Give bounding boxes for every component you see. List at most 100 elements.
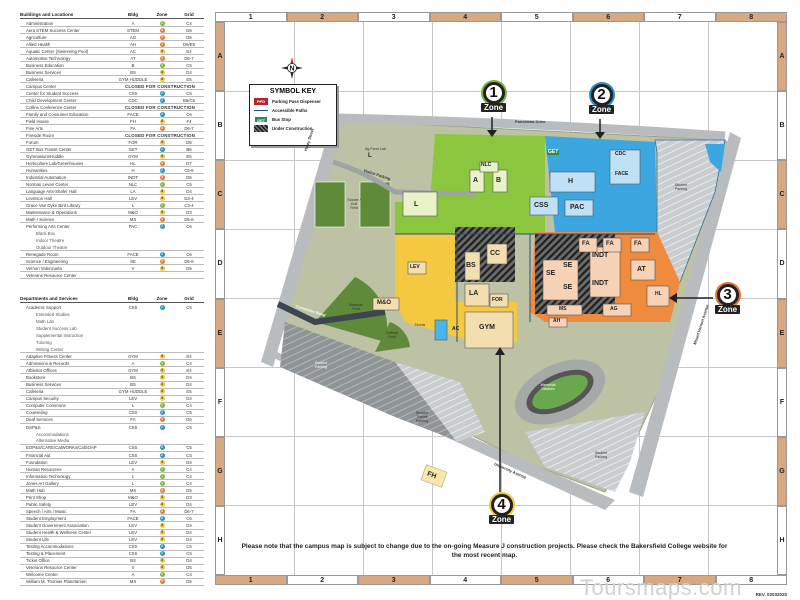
index-row-grid: D6	[186, 174, 192, 180]
departments-index: Departments and Services Bldg Zone Grid …	[20, 296, 204, 586]
zone-badge-icon: 3	[159, 125, 165, 131]
index-row-name: Financial Aid	[26, 452, 51, 458]
index-row-bldg: BS	[130, 374, 136, 380]
index-row-bldg: GYM	[128, 353, 138, 359]
road-panorama-drive: Panorama Drive	[515, 119, 546, 124]
index-row-grid: D5	[186, 139, 192, 145]
building-FA[interactable]: FA	[634, 241, 642, 247]
row-G: G	[777, 436, 787, 506]
index-row-name: Performing Arts Center	[26, 224, 70, 229]
col-6: 6	[572, 12, 644, 22]
building-BS[interactable]: BS	[466, 262, 476, 269]
building-HL[interactable]: HL	[655, 291, 662, 297]
index-row-bldg: HL	[130, 160, 136, 166]
index-row-zone: 4	[150, 209, 174, 215]
index-row-grid: D3-4	[184, 195, 194, 201]
building-CSS[interactable]: CSS	[534, 202, 549, 209]
building-FOR[interactable]: FOR	[492, 297, 503, 303]
zone-badge-icon: 4	[159, 530, 165, 536]
index-row-bldg: AG	[129, 34, 137, 40]
index-row-bldg: BS	[130, 558, 136, 564]
building-H[interactable]: H	[568, 178, 574, 185]
building-LA[interactable]: LA	[469, 290, 479, 297]
index-row-zone: 2	[150, 251, 174, 257]
building-CDC[interactable]: CDC	[615, 151, 626, 157]
index-row-zone: 4	[150, 389, 174, 395]
index-row-bldg: H	[131, 167, 135, 173]
building-GYM[interactable]: GYM	[479, 324, 495, 331]
index-subrow-name: Alternative Media	[36, 438, 70, 444]
zone-badge-icon: 4	[159, 209, 165, 215]
index-row-zone: 2	[150, 305, 174, 311]
index-row-grid: E5	[186, 389, 192, 395]
building-FA[interactable]: FA	[606, 241, 614, 247]
index-row-bldg: L	[131, 403, 135, 409]
index-row-zone: 4	[150, 501, 174, 507]
building-L[interactable]: L	[414, 201, 419, 208]
index-row-zone: 4	[150, 76, 174, 82]
index-row-bldg: MS	[129, 487, 137, 493]
index-row-name: Field House	[26, 118, 49, 124]
index-row-name: Science / Engineering	[26, 258, 68, 264]
building-FA[interactable]: FA	[582, 241, 590, 247]
col-5: 5	[501, 575, 573, 585]
index-subrow-name: Extended Studies	[36, 312, 70, 318]
index-row-grid: D7	[186, 160, 192, 166]
building-PAC[interactable]: PAC	[570, 204, 585, 211]
building-A[interactable]: A	[473, 177, 479, 184]
index-row-grid: D6	[186, 27, 192, 33]
building-AT[interactable]: AT	[637, 266, 646, 273]
index-row-bldg: L	[131, 473, 135, 479]
index-row-grid: D4	[186, 459, 192, 465]
index-row-bldg: GYM HUDDLE	[118, 389, 148, 395]
index-row-name: DSP&S	[26, 424, 41, 430]
label-agfl: L	[368, 153, 372, 159]
building-SE[interactable]: SE	[546, 270, 556, 277]
building-SE[interactable]: SE	[563, 262, 573, 269]
building-SE[interactable]: SE	[563, 284, 573, 291]
campus-map: 1 2 3 4 5 6 7 8 A B C D E F G H A B C D …	[215, 12, 787, 597]
map-canvas[interactable]: SYMBOL KEY PPD Parking Pass Dispenser Ac…	[225, 22, 777, 575]
building-CC[interactable]: CC	[490, 250, 501, 257]
index-row-bldg: LEV	[128, 396, 138, 402]
index-row-grid: C5	[186, 305, 192, 311]
building-AG[interactable]: AG	[610, 306, 618, 312]
building-NLC[interactable]: NLC	[481, 162, 492, 168]
index-row-grid: D4	[186, 396, 192, 402]
building-FACE[interactable]: FACE	[615, 171, 629, 177]
building-MS[interactable]: MS	[559, 306, 567, 312]
buildings-index: Buildings and Locations Bldg Zone Grid A…	[20, 12, 204, 279]
building-AH[interactable]: AH	[553, 318, 561, 324]
col-4: 4	[429, 575, 501, 585]
index-row-grid: C4	[186, 572, 192, 578]
building-B[interactable]: B	[496, 177, 502, 184]
zone-badge-icon: 4	[159, 76, 165, 82]
index-row-name: Testing & Placement	[26, 551, 66, 557]
index-row-zone: 3	[150, 487, 174, 493]
index-row-grid: C4	[186, 360, 192, 366]
building-MandO[interactable]: M&O	[377, 300, 391, 306]
index-row-zone: 2	[150, 90, 174, 96]
index-row-name: Business Education	[26, 62, 64, 68]
building-INDT[interactable]: INDT	[592, 252, 609, 259]
col-7: 7	[644, 575, 716, 585]
index-row-name: Fireside Room	[26, 132, 54, 138]
bus-stop-get[interactable]: GET	[547, 149, 560, 155]
label-student-parking: Student Parking	[674, 183, 688, 191]
row-C: C	[777, 160, 787, 230]
index-row-bldg: CSS	[128, 551, 138, 557]
index-row-name: Testing Accommodations	[26, 544, 74, 550]
building-AC[interactable]: AC	[452, 326, 460, 332]
building-LEV[interactable]: LEV	[410, 264, 420, 270]
building-INDT[interactable]: INDT	[592, 280, 609, 287]
